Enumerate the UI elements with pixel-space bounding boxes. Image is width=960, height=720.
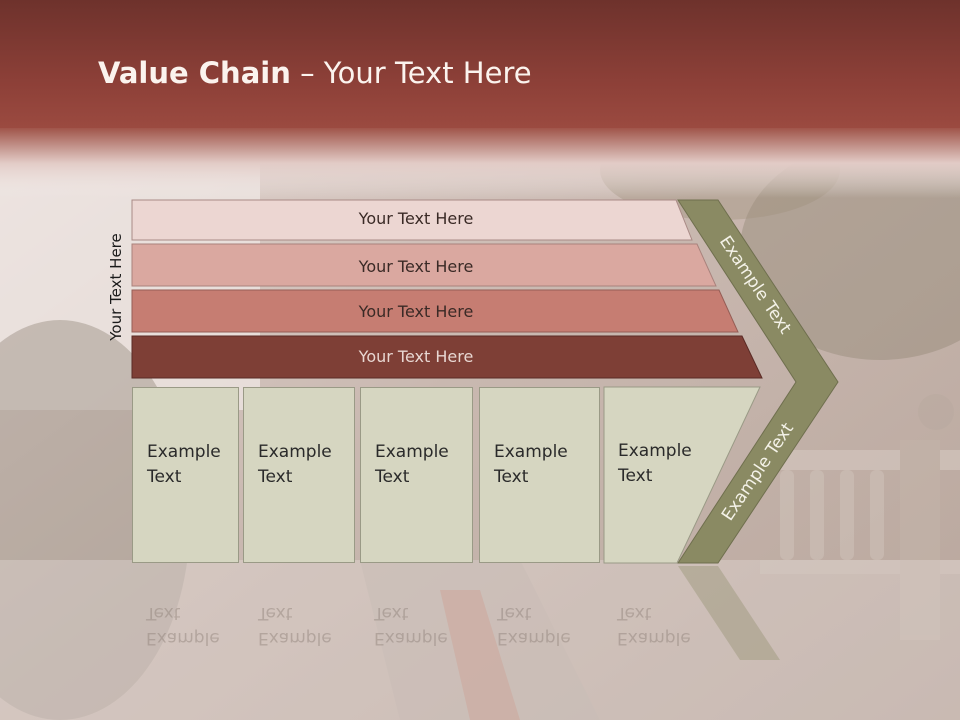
support-bar-1 <box>131 199 693 241</box>
chevron-arrow <box>677 199 839 564</box>
primary-box-line1: Example <box>258 442 332 462</box>
primary-box-line1: Example <box>147 442 221 462</box>
primary-box-5-shape <box>603 386 761 564</box>
support-bar-label-2: Your Text Here <box>358 257 474 276</box>
primary-box-line1: Example <box>618 441 692 461</box>
primary-box-1: Example Text <box>132 387 239 563</box>
title-bold: Value Chain <box>98 56 291 90</box>
primary-box-3: Example Text <box>360 387 473 563</box>
support-bar-2 <box>131 243 717 287</box>
support-bar-label-1: Your Text Here <box>358 209 474 228</box>
primary-box-line1: Example <box>494 442 568 462</box>
title-rest: – Your Text Here <box>290 56 532 90</box>
slide-title: Value Chain – Your Text Here <box>98 56 532 90</box>
chevron-reflection <box>678 566 780 660</box>
primary-box-2: Example Text <box>243 387 355 563</box>
support-bar-label-3: Your Text Here <box>358 302 474 321</box>
support-bar-4 <box>131 335 763 379</box>
primary-box-line1: Example <box>375 442 449 462</box>
primary-box-line2: Text <box>618 466 653 486</box>
primary-box-line2: Text <box>147 467 182 487</box>
primary-box-line2: Text <box>258 467 293 487</box>
support-bar-3 <box>131 289 739 333</box>
primary-box-line2: Text <box>494 467 529 487</box>
primary-box-line2: Text <box>375 467 410 487</box>
primary-box-4: Example Text <box>479 387 600 563</box>
primary-box-5: Example Text <box>604 387 714 563</box>
support-bar-label-4: Your Text Here <box>358 347 474 366</box>
